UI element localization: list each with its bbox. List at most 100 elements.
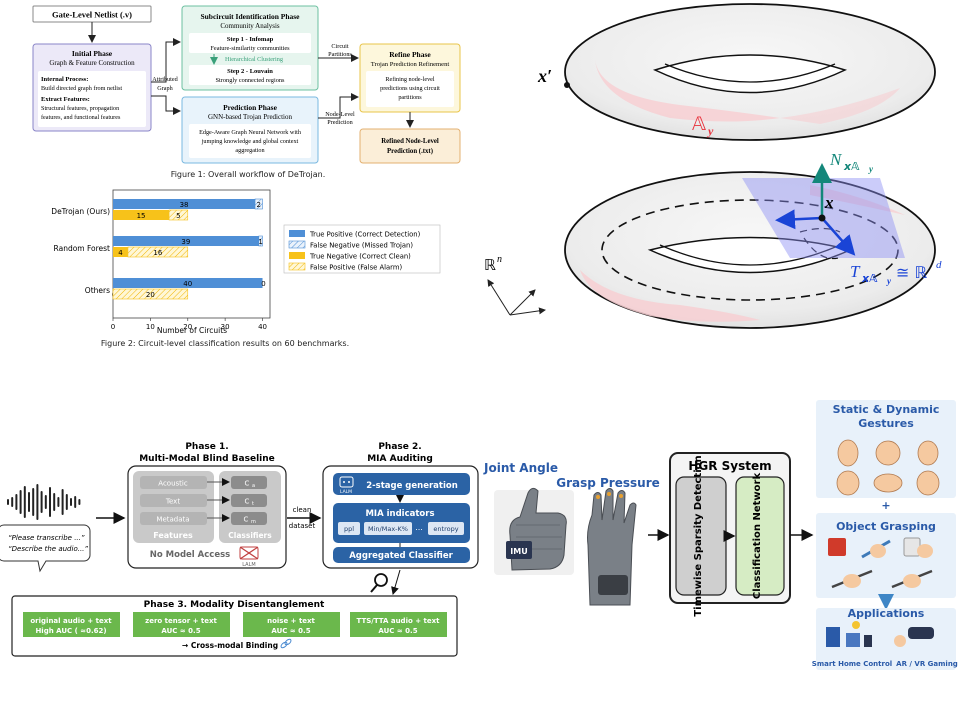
extract-text-1: Structural features, propagation — [41, 105, 119, 112]
attributed-label-1: Attributed — [152, 76, 178, 83]
bar-value-label: 38 — [180, 201, 189, 209]
clean-label-1: clean — [293, 506, 312, 514]
internal-heading: Internal Process: — [41, 76, 88, 83]
vr-headset-icon — [894, 627, 934, 647]
p3-card2-a: zero tensor + text — [145, 617, 217, 625]
normal-sub: x𝔸 — [843, 160, 860, 173]
plus-sign: + — [881, 499, 890, 512]
bar-value-label: 20 — [146, 291, 155, 299]
extract-text-2: features, and functional features — [41, 114, 121, 121]
output-text-2: Prediction (.txt) — [387, 148, 433, 155]
lalm-robot-label: LALM — [340, 489, 352, 495]
bar-segment — [127, 246, 189, 258]
chart-legend: True Positive (Correct Detection)False N… — [283, 224, 441, 274]
bar-segment — [113, 236, 259, 246]
normal-sub2: y — [868, 164, 874, 174]
refine-subtitle: Trojan Prediction Refinement — [371, 61, 450, 68]
applications-title: Applications — [848, 607, 925, 620]
mia-diagram: “Please transcribe ...” “Describe the au… — [0, 442, 479, 657]
feature-metadata: Metadata — [156, 516, 189, 524]
figure1-caption: Figure 1: Overall workflow of DeTrojan. — [171, 170, 326, 179]
bar-segment — [254, 198, 263, 210]
phase1-title: Phase 1. — [185, 442, 228, 452]
phase3-box — [11, 595, 458, 657]
bar-value-label: 0 — [261, 280, 265, 288]
classifier-t-sub: t — [252, 501, 254, 507]
top-torus — [564, 3, 936, 141]
refine-title: Refine Phase — [389, 50, 431, 59]
legend-swatch — [289, 252, 305, 259]
no-model-access: No Model Access — [150, 550, 230, 560]
step1-heading: Step 1 - Infomap — [227, 36, 274, 43]
x-tick-label: 40 — [258, 323, 267, 331]
output-box — [359, 128, 461, 164]
p3-card4-b: AUC ≈ 0.5 — [378, 627, 417, 635]
normal-label: N — [829, 150, 843, 169]
phase2-subtitle: MIA Auditing — [367, 454, 433, 464]
indicators-label: MIA indicators — [365, 509, 434, 519]
features-label: Features — [153, 531, 193, 540]
step2-heading: Step 2 - Louvain — [227, 68, 273, 75]
two-stage-label: 2-stage generation — [366, 481, 458, 491]
ay-sub-top: y — [706, 124, 714, 138]
tangent-sub: x𝔸 — [861, 272, 878, 285]
legend-label: True Negative (Correct Clean) — [309, 253, 411, 261]
bar-segment — [258, 235, 263, 247]
p3-card1-b: High AUC ( ≈0.62) — [35, 627, 106, 635]
prompt-quote-2: “Describe the audio...” — [8, 545, 88, 553]
refine-text-2: predictions using circuit — [380, 85, 440, 92]
imu-label: IMU — [510, 547, 527, 556]
tangent-sub2: y — [886, 276, 892, 286]
legend-swatch — [289, 230, 305, 237]
category-label: DeTrojan (Ours) — [51, 207, 110, 216]
classification-bar-chart: 382155391416400020 DeTrojan (Ours)Random… — [51, 189, 441, 348]
output-text-1: Refined Node-Level — [381, 138, 439, 145]
rn-label: ℝ — [484, 256, 496, 274]
prediction-title: Prediction Phase — [223, 103, 277, 112]
joint-angle-label: Joint Angle — [483, 461, 558, 475]
ind-dots: ... — [415, 523, 423, 532]
magnifier-icon — [370, 573, 388, 593]
netlist-label: Gate-Level Netlist (.v) — [52, 10, 132, 20]
initial-phase-title: Initial Phase — [72, 49, 113, 58]
feature-acoustic: Acoustic — [158, 480, 188, 488]
phase1-subtitle: Multi-Modal Blind Baseline — [139, 454, 275, 464]
legend-label: False Positive (False Alarm) — [310, 264, 402, 272]
classifier-a-sub: a — [252, 483, 255, 489]
link-icon — [280, 638, 292, 649]
internal-text: Build directed graph from netlist — [41, 85, 122, 92]
node-level-label-2: Prediction — [327, 119, 352, 126]
gestures-title-1: Static & Dynamic — [833, 403, 940, 416]
extract-heading: Extract Features: — [41, 96, 90, 103]
grasping-objects-icon — [828, 537, 933, 589]
tangent-label: T — [850, 262, 861, 281]
classifier-t: C — [245, 498, 250, 506]
bottom-torus — [564, 171, 936, 329]
x-tick-label: 20 — [183, 323, 192, 331]
prompt-quote-1: “Please transcribe ...” — [8, 534, 85, 542]
classifier-a: C — [245, 480, 250, 488]
refine-text-3: partitions — [398, 94, 422, 101]
bar-value-label: 16 — [153, 249, 162, 257]
prediction-text-2: jumping knowledge and global context — [201, 138, 299, 145]
step1-text: Feature-similarity communities — [210, 45, 290, 52]
chart-xlabel: Number of Circuits — [157, 326, 227, 335]
bar-value-label: 15 — [137, 212, 146, 220]
x-prime-label: x′ — [537, 66, 552, 86]
bar-value-label: 5 — [176, 212, 180, 220]
lalm-crossed-icon — [239, 546, 259, 560]
binding-label: → Cross-modal Binding — [182, 641, 278, 650]
bar-value-label: 40 — [183, 280, 192, 288]
p3-card3-b: AUC ≈ 0.5 — [271, 627, 310, 635]
x-tick-label: 30 — [221, 323, 230, 331]
bar-segment — [168, 209, 189, 221]
sparsity-label: Timewise Sparsity Detection — [693, 455, 704, 616]
prediction-subtitle: GNN-based Trojan Prediction — [208, 113, 292, 121]
step2-text: Strongly connected regions — [216, 77, 285, 84]
bar-segment — [113, 247, 128, 257]
applications-panel — [816, 608, 956, 670]
p3-card4-a: TTS/TTA audio + text — [357, 617, 441, 625]
lalm-robot-icon — [339, 476, 354, 488]
p3-card2-b: AUC ≈ 0.5 — [161, 627, 200, 635]
p3-card1-a: original audio + text — [30, 617, 112, 625]
